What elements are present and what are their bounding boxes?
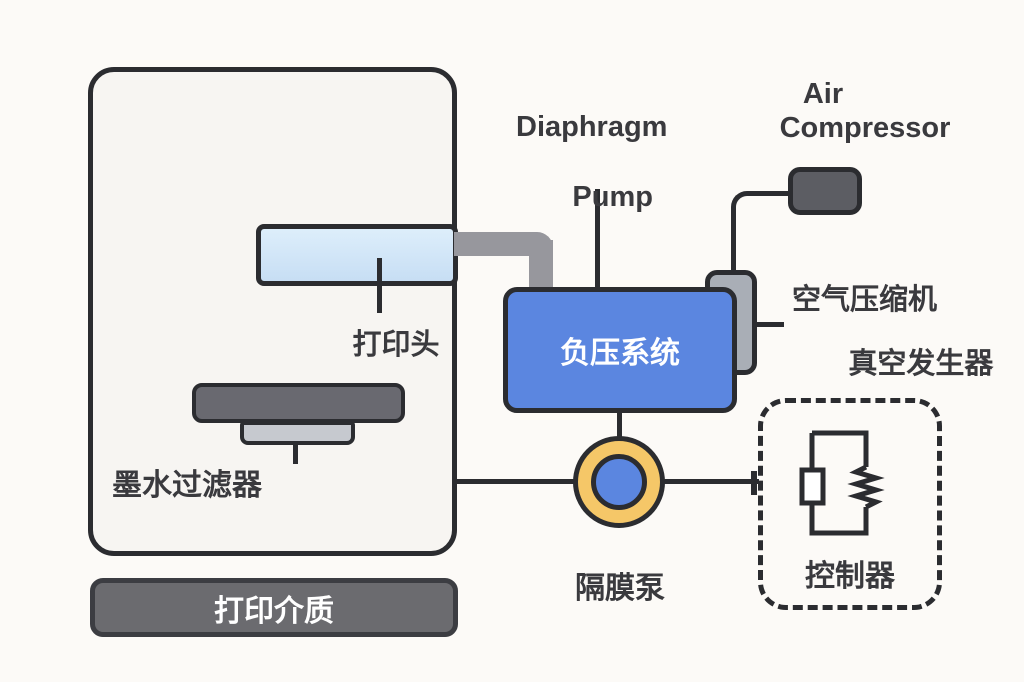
controller-label: 控制器 (805, 560, 895, 593)
controller-dashed-box (758, 398, 942, 610)
controller-circuit-icon (799, 430, 885, 536)
negative-pressure-system-box: 负压系统 (503, 287, 737, 413)
diaphragm-pump-en-label: Diaphragm Pump (516, 110, 667, 215)
air-compressor-cn-label: 空气压缩机 真空发生器 (792, 284, 993, 380)
printer-body-outline (88, 67, 457, 556)
air-compressor-en-line2: Compressor (779, 112, 951, 144)
diaphragm-pump-cn-label: 隔膜泵 (575, 572, 665, 605)
printer-to-pump-line (455, 479, 576, 484)
pump-to-controller-line (663, 479, 759, 484)
box-to-pump-line (617, 411, 622, 439)
connector-label-tick-line (757, 322, 784, 327)
negative-pressure-system-label: 负压系统 (560, 337, 680, 370)
print-media-label: 打印介质 (214, 594, 334, 628)
print-head-label: 打印头 (352, 329, 440, 361)
diaphragm-pump-inner-circle (591, 454, 647, 510)
diaphragm-pump-leader-line (595, 189, 600, 288)
diaphragm-pump-en-line1: Diaphragm (516, 111, 668, 143)
air-compressor-en-line1: Air (802, 78, 844, 110)
air-compressor-connector-line (731, 191, 788, 270)
ink-filter-stem-line (293, 443, 298, 464)
print-media-bar: 打印介质 (90, 578, 458, 637)
air-compressor-cn-line2: 真空发生器 (848, 348, 994, 380)
ink-filter-label: 墨水过滤器 (112, 469, 262, 502)
print-head-shape (256, 224, 458, 286)
air-compressor-cn-line1: 空气压缩机 (792, 284, 938, 316)
ink-filter-body (192, 383, 405, 423)
air-compressor-shape (788, 167, 862, 215)
ink-pipe-vertical (529, 240, 553, 290)
ink-filter-base (240, 421, 355, 445)
controller-line-end-cap (751, 471, 757, 495)
diaphragm-pump-en-line2: Pump (572, 181, 653, 213)
print-head-leader-line (377, 258, 382, 313)
